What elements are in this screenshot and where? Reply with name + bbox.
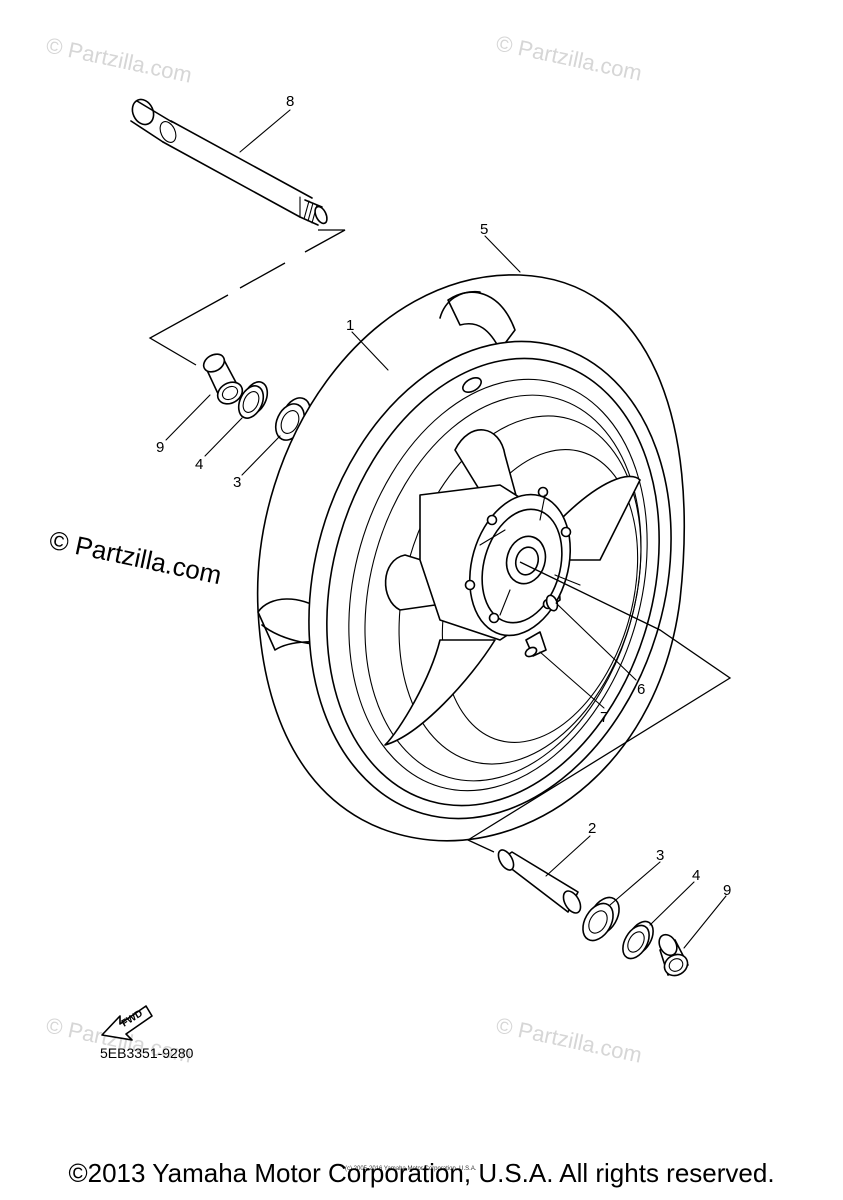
bearing-part-3-lower [582, 896, 620, 942]
collar-part-9-upper [202, 353, 244, 405]
leader-lines [165, 109, 727, 949]
callout-6: 6 [637, 681, 645, 698]
oil-seal-part-4-lower [622, 920, 654, 960]
callout-9-upper: 9 [156, 439, 164, 456]
spacer-part-2 [497, 849, 582, 914]
callout-9-lower: 9 [723, 882, 731, 899]
valve-part-6 [545, 594, 559, 612]
forward-arrow-icon: FWD [101, 1005, 153, 1041]
watermark-top-left: © Partzilla.com [44, 32, 194, 87]
diagram-code: 5EB3351-9280 [100, 1045, 194, 1061]
callout-3-lower: 3 [656, 847, 664, 864]
callout-numbers: 8 5 1 9 4 3 6 7 2 3 4 9 [156, 93, 731, 899]
watermark-top-right: © Partzilla.com [494, 30, 644, 85]
callout-3-upper: 3 [233, 474, 241, 491]
valve-stem-part-7 [524, 631, 547, 658]
assembly-line-lower [466, 561, 732, 853]
callout-2: 2 [588, 820, 596, 837]
tiny-notice: (c) 2005-2016 Yamaha Motor Corporation, … [345, 1166, 477, 1172]
oil-seal-part-4-upper [237, 381, 269, 419]
collar-part-9-lower [658, 933, 689, 977]
axle-part-8 [130, 98, 328, 226]
callout-1: 1 [346, 317, 354, 334]
callout-4-lower: 4 [692, 867, 700, 884]
callout-5: 5 [480, 221, 488, 238]
watermark-main: © Partzilla.com [47, 525, 225, 591]
copyright-notice: ©2013 Yamaha Motor Corporation, U.S.A. A… [68, 1158, 775, 1188]
callout-8: 8 [286, 93, 294, 110]
rim-part-1 [308, 340, 672, 820]
assembly-line-upper [148, 229, 346, 366]
watermark-bottom-right: © Partzilla.com [494, 1012, 644, 1067]
callout-4-upper: 4 [195, 456, 203, 473]
callout-7: 7 [600, 709, 608, 726]
